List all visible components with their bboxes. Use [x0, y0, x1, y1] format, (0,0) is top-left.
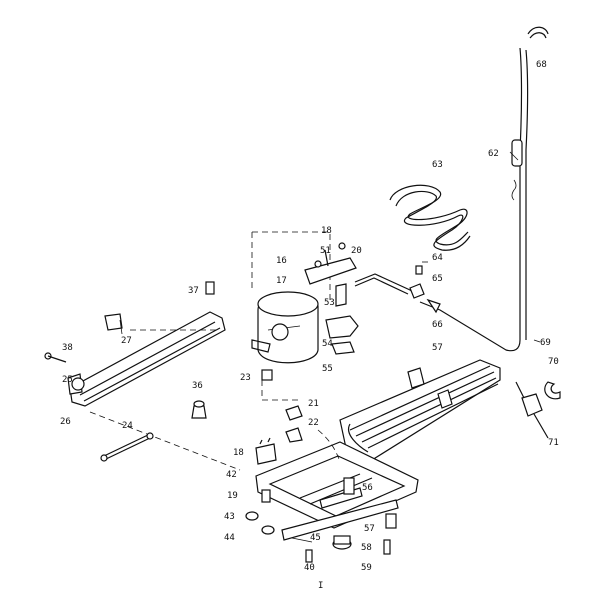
label-27: 27 [121, 336, 132, 346]
feet [245, 511, 397, 563]
label-58: 58 [361, 543, 372, 553]
grommets [325, 283, 359, 355]
label-68: 68 [536, 60, 547, 70]
label-57-lower: 57 [364, 524, 375, 534]
label-24: 24 [122, 421, 133, 431]
capillary-tube [419, 26, 549, 352]
relay-parts [255, 405, 303, 465]
coil-assembly [389, 184, 471, 251]
label-66: 66 [432, 320, 443, 330]
label-38: 38 [62, 343, 73, 353]
part-number-labels: 18 16 51 20 17 53 37 27 38 25 26 36 23 5… [60, 60, 559, 591]
leader-lines [119, 151, 541, 343]
label-63: 63 [432, 160, 443, 170]
left-rail [67, 311, 241, 471]
label-22: 22 [308, 418, 319, 428]
label-20: 20 [351, 246, 362, 256]
label-62: 62 [488, 149, 499, 159]
heater-clip [515, 381, 561, 439]
label-18-lower: 18 [233, 448, 244, 458]
label-69: 69 [540, 338, 551, 348]
base-frame [255, 429, 419, 541]
label-19: 19 [227, 491, 238, 501]
wire-bracket [100, 432, 154, 462]
fasteners [44, 281, 273, 419]
label-56: 56 [362, 483, 373, 493]
page-mark: I [318, 581, 323, 591]
label-43: 43 [224, 512, 235, 522]
condenser [339, 359, 501, 461]
label-42: 42 [226, 470, 237, 480]
label-21: 21 [308, 399, 319, 409]
compressor-strap [304, 242, 357, 285]
label-57-top: 57 [432, 343, 443, 353]
label-45: 45 [310, 533, 321, 543]
label-53: 53 [324, 298, 335, 308]
label-37: 37 [188, 286, 199, 296]
label-70: 70 [548, 357, 559, 367]
label-44: 44 [224, 533, 235, 543]
label-64: 64 [432, 253, 443, 263]
label-65: 65 [432, 274, 443, 284]
label-36: 36 [192, 381, 203, 391]
label-23: 23 [240, 373, 251, 383]
label-17: 17 [276, 276, 287, 286]
label-25: 25 [62, 375, 73, 385]
label-71: 71 [548, 438, 559, 448]
label-54: 54 [322, 339, 333, 349]
label-51: 51 [320, 246, 331, 256]
label-59: 59 [361, 563, 372, 573]
label-18-top: 18 [321, 226, 332, 236]
control-tubing [354, 265, 441, 314]
label-16: 16 [276, 256, 287, 266]
label-26: 26 [60, 417, 71, 427]
label-40: 40 [304, 563, 315, 573]
label-55: 55 [322, 364, 333, 374]
